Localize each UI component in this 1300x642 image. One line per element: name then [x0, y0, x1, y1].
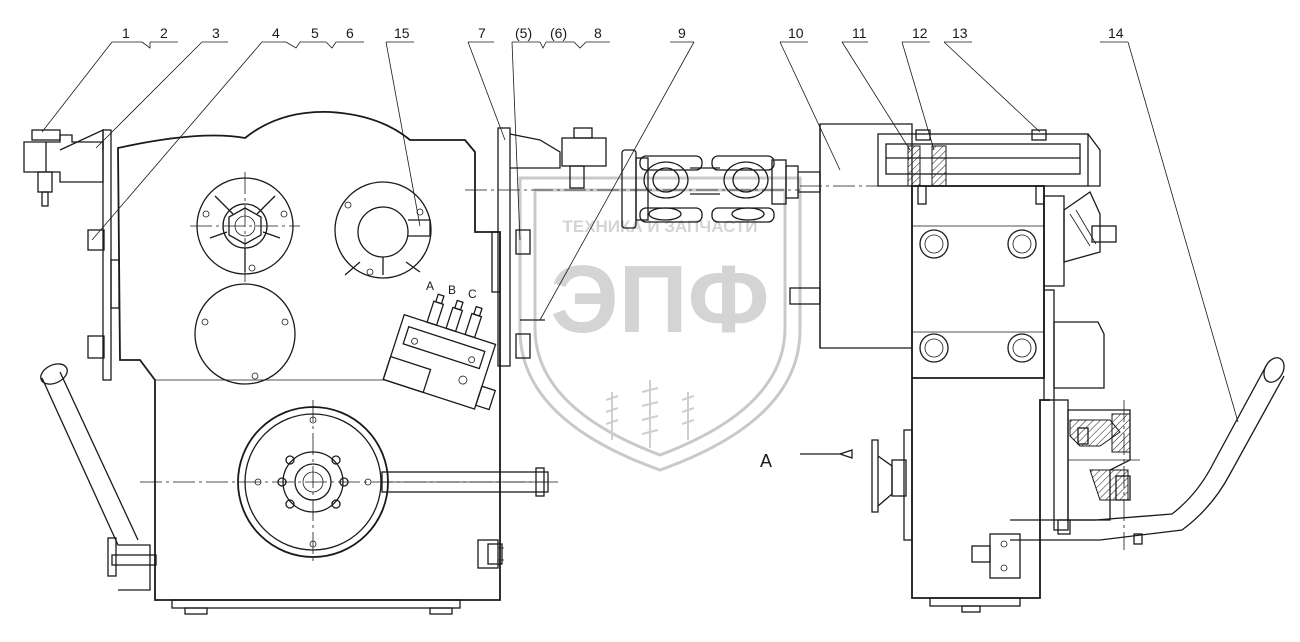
callout-5: 5 [311, 25, 319, 41]
output-shaft-cover [334, 181, 432, 279]
valve-port-c: C [468, 287, 477, 301]
view-a-label: A [760, 451, 772, 471]
watermark-logo-text: ЭПФ [550, 246, 769, 353]
callout-group: 1 2 3 4 5 6 15 7 (5) (6) 8 9 10 11 12 13… [41, 25, 1239, 423]
input-shaft-bearing-cap [190, 172, 300, 282]
callout-3: 3 [212, 25, 220, 41]
valve-port-a: A [426, 279, 434, 293]
mounting-plate-right [491, 127, 607, 367]
callout-2: 2 [160, 25, 168, 41]
inspection-cover [194, 283, 296, 385]
wheat-icon [605, 380, 695, 448]
callout-12: 12 [912, 25, 928, 41]
callout-6-ref: (6) [550, 25, 567, 41]
watermark-logo: ТЕХНИКА И ЗАПЧАСТИ ЭПФ [518, 176, 802, 472]
bearing-section [1057, 400, 1140, 550]
callout-shelves [112, 41, 1128, 49]
callout-5-ref: (5) [515, 25, 532, 41]
drive-flange [237, 400, 389, 565]
shift-lever-right [971, 357, 1285, 579]
valve-block [382, 293, 497, 411]
callout-10: 10 [788, 25, 804, 41]
shift-lever-left [40, 363, 157, 591]
callout-4: 4 [272, 25, 280, 41]
callout-8: 8 [594, 25, 602, 41]
callout-13: 13 [952, 25, 968, 41]
view-a-input-flange: A [760, 439, 907, 513]
callout-11: 11 [852, 25, 867, 41]
gearbox-body-right [903, 185, 1050, 613]
output-shaft [381, 467, 549, 497]
callout-6: 6 [346, 25, 354, 41]
callout-1: 1 [122, 25, 130, 41]
watermark-top-text: ТЕХНИКА И ЗАПЧАСТИ [562, 217, 757, 236]
top-mounting-bracket [800, 129, 1101, 205]
callout-7: 7 [478, 25, 486, 41]
callout-14: 14 [1108, 25, 1124, 41]
valve-port-b: B [448, 283, 456, 297]
callout-15: 15 [394, 25, 410, 41]
callout-leaders [41, 41, 1239, 423]
left-gearbox-housing: A B C [23, 111, 800, 615]
drain-plug [477, 539, 504, 569]
cardan-shaft [621, 149, 821, 229]
side-cover-right [1043, 191, 1117, 531]
right-gearbox-view: A [760, 123, 1285, 613]
callout-9: 9 [678, 25, 686, 41]
mounting-bracket-left [23, 128, 120, 381]
